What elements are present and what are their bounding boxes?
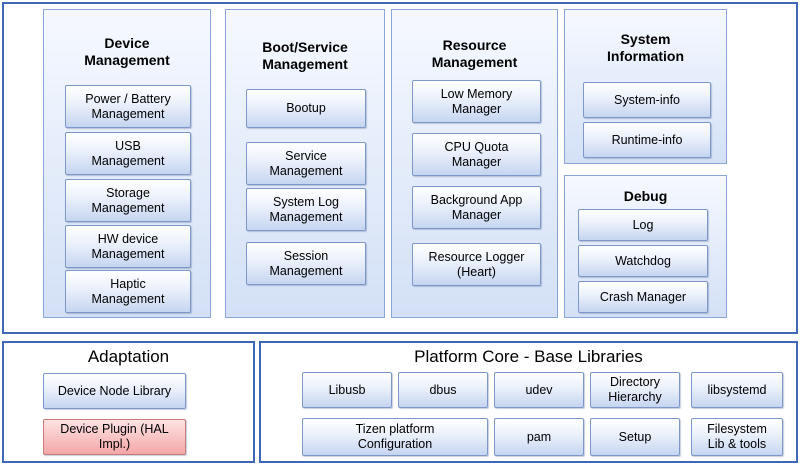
setup-box[interactable]: Setup bbox=[590, 418, 680, 456]
adaptation-title: Adaptation bbox=[87, 347, 170, 366]
tizen-platform-configuration-box[interactable]: Tizen platform Configuration bbox=[302, 418, 488, 456]
resource-logger-box[interactable]: Resource Logger (Heart) bbox=[412, 243, 541, 286]
session-management-box[interactable]: Session Management bbox=[246, 242, 366, 285]
low-memory-manager-box[interactable]: Low Memory Manager bbox=[412, 80, 541, 123]
filesystem-lib-tools-box[interactable]: Filesystem Lib & tools bbox=[691, 418, 783, 456]
background-app-manager-box[interactable]: Background App Manager bbox=[412, 186, 541, 229]
power-battery-management-box[interactable]: Power / Battery Management bbox=[65, 85, 191, 128]
boot-service-management-column: Boot/Service Management Bootup Service M… bbox=[225, 9, 385, 318]
device-management-title: Device Management bbox=[84, 35, 170, 68]
hw-device-management-box[interactable]: HW device Management bbox=[65, 225, 191, 268]
system-log-management-box[interactable]: System Log Management bbox=[246, 188, 366, 231]
cpu-quota-manager-box[interactable]: CPU Quota Manager bbox=[412, 133, 541, 176]
usb-management-box[interactable]: USB Management bbox=[65, 132, 191, 175]
storage-management-box[interactable]: Storage Management bbox=[65, 179, 191, 222]
directory-hierarchy-box[interactable]: Directory Hierarchy bbox=[590, 372, 680, 408]
debug-title: Debug bbox=[623, 188, 668, 204]
libusb-box[interactable]: Libusb bbox=[302, 372, 392, 408]
system-information-title: System Information bbox=[607, 31, 684, 64]
debug-column: Debug Log Watchdog Crash Manager bbox=[564, 175, 727, 318]
device-plugin-box[interactable]: Device Plugin (HAL Impl.) bbox=[43, 419, 186, 455]
libsystemd-box[interactable]: libsystemd bbox=[691, 372, 783, 408]
system-info-box[interactable]: System-info bbox=[583, 82, 711, 118]
boot-service-management-title: Boot/Service Management bbox=[262, 39, 348, 72]
bootup-box[interactable]: Bootup bbox=[246, 89, 366, 128]
system-information-column: System Information System-info Runtime-i… bbox=[564, 9, 727, 164]
runtime-info-box[interactable]: Runtime-info bbox=[583, 122, 711, 158]
udev-box[interactable]: udev bbox=[494, 372, 584, 408]
dbus-box[interactable]: dbus bbox=[398, 372, 488, 408]
platform-core-title: Platform Core - Base Libraries bbox=[414, 347, 643, 366]
resource-management-column: Resource Management Low Memory Manager C… bbox=[391, 9, 558, 318]
log-box[interactable]: Log bbox=[578, 209, 708, 241]
service-management-box[interactable]: Service Management bbox=[246, 142, 366, 185]
pam-box[interactable]: pam bbox=[494, 418, 584, 456]
device-management-column: Device Management Power / Battery Manage… bbox=[43, 9, 211, 318]
watchdog-box[interactable]: Watchdog bbox=[578, 245, 708, 277]
resource-management-title: Resource Management bbox=[431, 37, 518, 70]
haptic-management-box[interactable]: Haptic Management bbox=[65, 270, 191, 313]
device-node-library-box[interactable]: Device Node Library bbox=[43, 373, 186, 409]
crash-manager-box[interactable]: Crash Manager bbox=[578, 281, 708, 313]
